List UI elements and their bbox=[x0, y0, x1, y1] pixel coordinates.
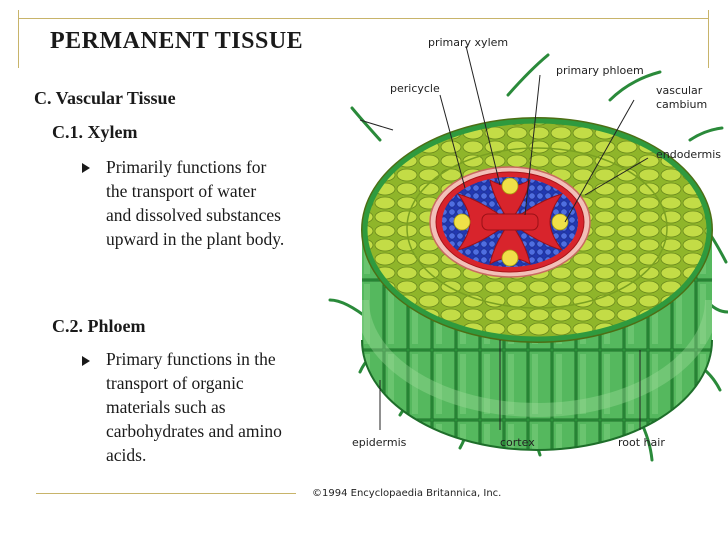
slide-title: PERMANENT TISSUE bbox=[50, 28, 304, 54]
primary-xylem bbox=[456, 178, 564, 266]
label-cortex: cortex bbox=[500, 436, 535, 449]
label-primary-xylem: primary xylem bbox=[428, 36, 508, 49]
label-vascular-cambium-2: cambium bbox=[656, 98, 707, 111]
left-frame-line bbox=[18, 10, 19, 68]
bullet-line: and dissolved substances bbox=[106, 205, 281, 225]
bullet-line: carbohydrates and amino bbox=[106, 421, 282, 441]
bullet-line: acids. bbox=[106, 445, 147, 465]
label-root-hair: root hair bbox=[618, 436, 665, 449]
phloem-bullet-text: Primary functions in the transport of or… bbox=[106, 347, 282, 467]
epidermis-ring bbox=[362, 118, 712, 342]
bullet-line: Primary functions in the bbox=[106, 349, 276, 369]
label-epidermis: epidermis bbox=[352, 436, 407, 449]
top-frame-line bbox=[18, 18, 708, 19]
bottom-frame-line bbox=[36, 493, 296, 494]
label-primary-phloem: primary phloem bbox=[556, 64, 644, 77]
bullet-line: upward in the plant body. bbox=[106, 229, 285, 249]
bullet-line: the transport of water bbox=[106, 181, 257, 201]
label-endodermis: endodermis bbox=[656, 148, 721, 161]
label-pericycle: pericycle bbox=[390, 82, 440, 95]
right-frame-line bbox=[708, 10, 709, 68]
xylem-bullet-icon bbox=[82, 163, 90, 173]
phloem-heading: C.2. Phloem bbox=[52, 316, 146, 336]
label-vascular-cambium-1: vascular bbox=[656, 84, 703, 97]
bullet-line: Primarily functions for bbox=[106, 157, 267, 177]
xylem-bullet-text: Primarily functions for the transport of… bbox=[106, 155, 284, 251]
section-heading: C. Vascular Tissue bbox=[34, 88, 176, 108]
image-credit: ©1994 Encyclopaedia Britannica, Inc. bbox=[312, 488, 501, 499]
xylem-heading: C.1. Xylem bbox=[52, 122, 138, 142]
label-leader-lines bbox=[359, 45, 649, 430]
phloem-bullet-icon bbox=[82, 356, 90, 366]
primary-phloem bbox=[453, 177, 569, 267]
bullet-line: materials such as bbox=[106, 397, 226, 417]
bullet-line: transport of organic bbox=[106, 373, 244, 393]
cortex-inner-ring bbox=[406, 147, 668, 309]
